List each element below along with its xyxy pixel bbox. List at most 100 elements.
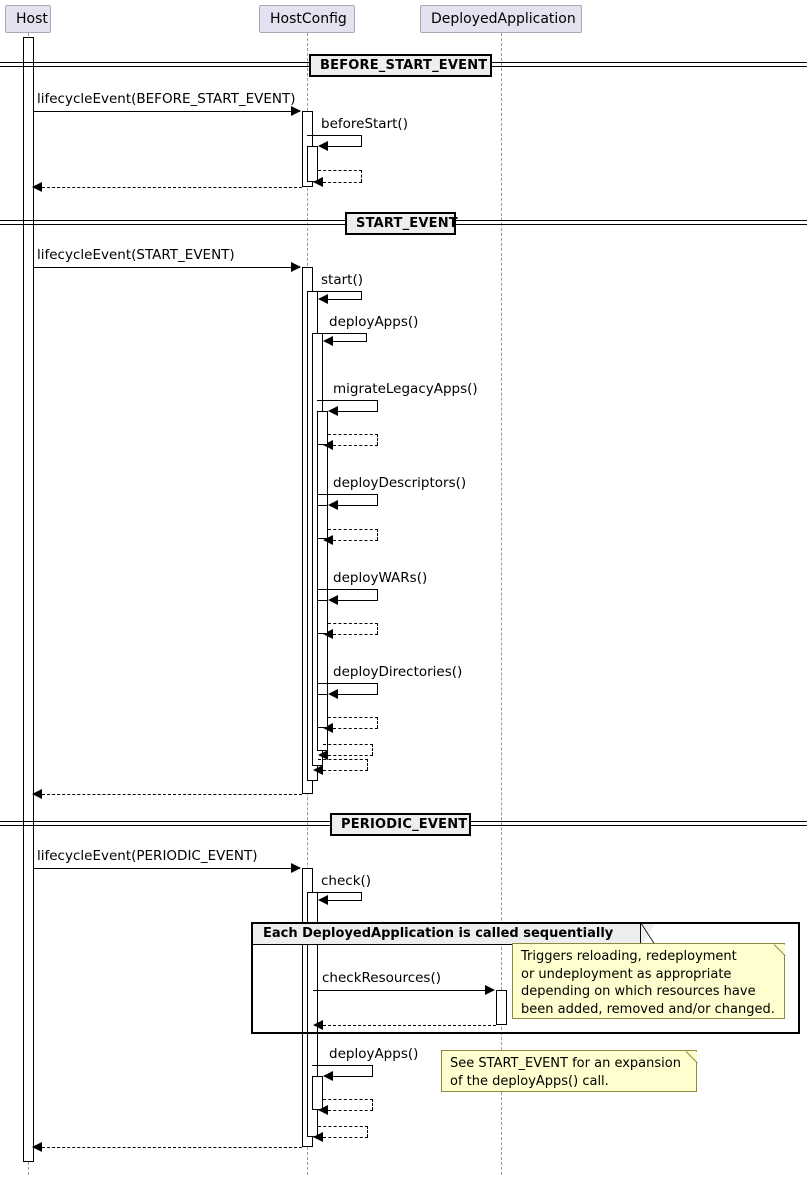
participant-host[interactable]: Host bbox=[5, 5, 51, 33]
message-return-top-deploy-wars bbox=[328, 623, 378, 624]
activation-deployedapplication-check-resources bbox=[496, 990, 507, 1025]
message-self-top-check bbox=[307, 892, 362, 893]
message-label-deploy-descriptors: deployDescriptors() bbox=[333, 475, 467, 491]
message-label-deploy-wars: deployWARs() bbox=[333, 570, 428, 586]
message-label-lifecycle-start: lifecycleEvent(START_EVENT) bbox=[37, 247, 235, 263]
arrowhead-return-before-start-host bbox=[32, 182, 42, 192]
activation-hostconfig-deploy-descriptors bbox=[317, 505, 328, 539]
message-label-check-resources: checkResources() bbox=[322, 970, 442, 986]
message-self-top-deploy-descriptors bbox=[317, 494, 378, 495]
arrowhead-lifecycle-start bbox=[291, 262, 301, 272]
message-return-top-before-start bbox=[318, 170, 362, 171]
message-return-bottom-migrate-legacy-apps bbox=[333, 445, 378, 446]
message-return-top-start bbox=[318, 759, 368, 760]
arrowhead-self-deploy-descriptors bbox=[328, 500, 338, 510]
message-line-lifecycle-periodic bbox=[33, 868, 300, 869]
message-return-right-check bbox=[367, 1126, 368, 1137]
message-return-right-deploy-descriptors bbox=[377, 529, 378, 540]
message-self-bottom-deploy-descriptors bbox=[338, 505, 378, 506]
group-header-each-deployed-application: Each DeployedApplication is called seque… bbox=[253, 924, 641, 945]
message-line-lifecycle-start bbox=[33, 267, 300, 268]
message-return-right-deploy-apps-periodic bbox=[372, 1099, 373, 1110]
message-label-lifecycle-before-start: lifecycleEvent(BEFORE_START_EVENT) bbox=[37, 91, 296, 107]
message-self-bottom-start bbox=[328, 299, 362, 300]
message-return-top-deploy-directories bbox=[328, 717, 378, 718]
divider-periodic-event: PERIODIC_EVENT bbox=[330, 813, 471, 836]
message-label-before-start: beforeStart() bbox=[321, 116, 408, 132]
message-return-right-deploy-wars bbox=[377, 623, 378, 634]
message-self-top-migrate-legacy-apps bbox=[317, 400, 378, 401]
arrowhead-self-migrate-legacy-apps bbox=[328, 406, 338, 416]
message-return-line-check-resources bbox=[323, 1025, 496, 1026]
arrowhead-return-check-resources bbox=[313, 1020, 323, 1030]
message-self-right-migrate-legacy-apps bbox=[377, 400, 378, 411]
message-return-top-migrate-legacy-apps bbox=[328, 434, 378, 435]
message-self-right-deploy-descriptors bbox=[377, 494, 378, 505]
message-label-deploy-directories: deployDirectories() bbox=[333, 664, 463, 680]
arrowhead-self-check bbox=[318, 895, 328, 905]
arrowhead-return-start bbox=[313, 765, 323, 775]
message-return-bottom-deploy-wars bbox=[333, 634, 378, 635]
message-return-bottom-deploy-directories bbox=[333, 728, 378, 729]
message-self-right-deploy-apps-periodic bbox=[372, 1065, 373, 1076]
message-label-migrate-legacy-apps: migrateLegacyApps() bbox=[333, 381, 478, 397]
participant-deployedapplication[interactable]: DeployedApplication bbox=[420, 5, 582, 33]
activation-hostconfig-deploy-directories bbox=[317, 694, 328, 728]
message-return-line-before-start-host bbox=[42, 187, 302, 188]
message-return-bottom-before-start bbox=[323, 182, 362, 183]
message-return-top-deploy-apps-start bbox=[323, 744, 373, 745]
arrowhead-return-deploy-directories bbox=[323, 723, 333, 733]
message-self-top-before-start bbox=[307, 135, 362, 136]
message-return-right-deploy-apps-start bbox=[372, 744, 373, 755]
arrowhead-return-deploy-apps-start bbox=[318, 750, 328, 760]
message-return-right-before-start bbox=[361, 170, 362, 182]
arrowhead-self-start bbox=[318, 294, 328, 304]
message-return-bottom-deploy-apps-start bbox=[328, 755, 373, 756]
message-self-right-deploy-wars bbox=[377, 589, 378, 600]
message-self-top-deploy-apps-start bbox=[312, 333, 367, 334]
message-self-bottom-migrate-legacy-apps bbox=[338, 411, 378, 412]
group-frame-each-deployed-application bbox=[251, 922, 800, 1034]
message-return-top-deploy-descriptors bbox=[328, 529, 378, 530]
activation-hostconfig-before-start-nested bbox=[307, 146, 318, 182]
arrowhead-check-resources bbox=[485, 985, 495, 995]
message-label-deploy-apps-periodic: deployApps() bbox=[329, 1046, 419, 1062]
message-return-bottom-check bbox=[323, 1137, 368, 1138]
message-self-right-deploy-directories bbox=[377, 683, 378, 694]
message-self-right-check bbox=[361, 892, 362, 901]
message-label-deploy-apps-start: deployApps() bbox=[329, 314, 419, 330]
note-deploy-apps: See START_EVENT for an expansion of the … bbox=[441, 1050, 697, 1092]
arrowhead-return-check bbox=[313, 1132, 323, 1142]
arrowhead-self-deploy-apps-start bbox=[323, 336, 333, 346]
message-line-check-resources bbox=[313, 990, 489, 991]
message-self-top-deploy-wars bbox=[317, 589, 378, 590]
activation-hostconfig-deploy-wars bbox=[317, 600, 328, 634]
message-self-right-deploy-apps-start bbox=[366, 333, 367, 342]
message-self-right-start bbox=[361, 291, 362, 300]
arrowhead-return-migrate-legacy-apps bbox=[323, 440, 333, 450]
arrowhead-return-before-start bbox=[313, 177, 323, 187]
message-self-bottom-deploy-apps-periodic bbox=[333, 1076, 373, 1077]
message-return-line-periodic-host bbox=[42, 1147, 302, 1148]
message-return-line-start-host bbox=[42, 794, 302, 795]
message-self-top-start bbox=[307, 291, 362, 292]
divider-before-start-event: BEFORE_START_EVENT bbox=[309, 54, 492, 77]
arrowhead-lifecycle-before-start bbox=[291, 106, 301, 116]
message-return-right-start bbox=[367, 759, 368, 770]
message-return-top-deploy-apps-periodic bbox=[323, 1099, 373, 1100]
participant-hostconfig[interactable]: HostConfig bbox=[259, 5, 355, 33]
arrowhead-self-before-start bbox=[318, 141, 328, 151]
message-self-bottom-check bbox=[328, 900, 362, 901]
arrowhead-return-deploy-wars bbox=[323, 629, 333, 639]
message-self-bottom-before-start bbox=[328, 146, 362, 147]
arrowhead-return-periodic-host bbox=[32, 1142, 42, 1152]
message-self-bottom-deploy-apps-start bbox=[333, 341, 367, 342]
arrowhead-return-deploy-apps-periodic bbox=[318, 1105, 328, 1115]
message-self-bottom-deploy-wars bbox=[338, 600, 378, 601]
note-deploy-apps-fold bbox=[686, 1051, 697, 1062]
arrowhead-lifecycle-periodic bbox=[291, 863, 301, 873]
message-return-bottom-deploy-descriptors bbox=[333, 540, 378, 541]
message-return-right-migrate-legacy-apps bbox=[377, 434, 378, 445]
note-check-resources: Triggers reloading, redeployment or unde… bbox=[512, 943, 785, 1019]
